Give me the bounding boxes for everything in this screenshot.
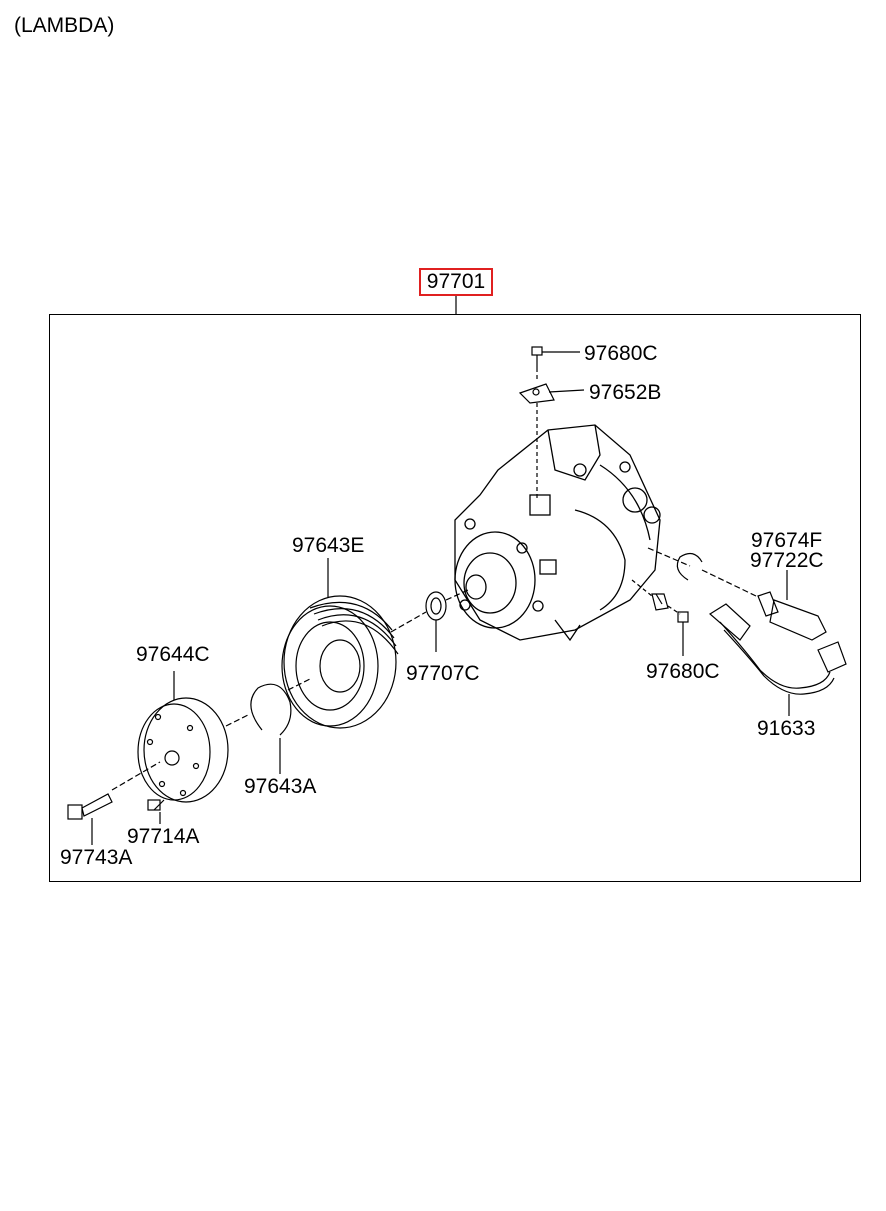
bolt-long-icon	[67, 793, 113, 845]
callout-91633[interactable]: 91633	[757, 717, 816, 740]
callout-97743A[interactable]: 97743A	[60, 846, 133, 869]
bolt-bottom-icon	[677, 611, 689, 656]
assembly-part-number[interactable]: 97701	[419, 268, 493, 296]
callout-97707C[interactable]: 97707C	[406, 662, 480, 685]
callout-97714A[interactable]: 97714A	[127, 825, 200, 848]
bracket-icon	[518, 383, 585, 404]
callout-97643A[interactable]: 97643A	[244, 775, 317, 798]
callout-97674F[interactable]: 97674F	[751, 529, 823, 552]
callout-97680C-bottom[interactable]: 97680C	[646, 660, 720, 683]
compressor-body-icon	[454, 424, 661, 642]
variant-label: (LAMBDA)	[14, 14, 115, 37]
clutch-plate-icon	[137, 671, 229, 803]
diagram-frame	[49, 314, 861, 882]
callout-97644C[interactable]: 97644C	[136, 643, 210, 666]
bolt-top-icon	[531, 346, 580, 368]
snap-ring-icon	[250, 683, 292, 774]
pressure-switch-icon	[757, 570, 827, 641]
clip-icon	[651, 593, 669, 611]
bolt-small-icon	[147, 799, 165, 824]
wiring-harness-icon	[708, 603, 847, 716]
pulley-icon	[281, 558, 399, 729]
callout-97722C[interactable]: 97722C	[750, 549, 824, 572]
callout-97643E[interactable]: 97643E	[292, 534, 365, 557]
circlip-icon	[676, 552, 703, 581]
shaft-seal-icon	[425, 591, 447, 652]
callout-97652B[interactable]: 97652B	[589, 381, 662, 404]
callout-97680C-top[interactable]: 97680C	[584, 342, 658, 365]
